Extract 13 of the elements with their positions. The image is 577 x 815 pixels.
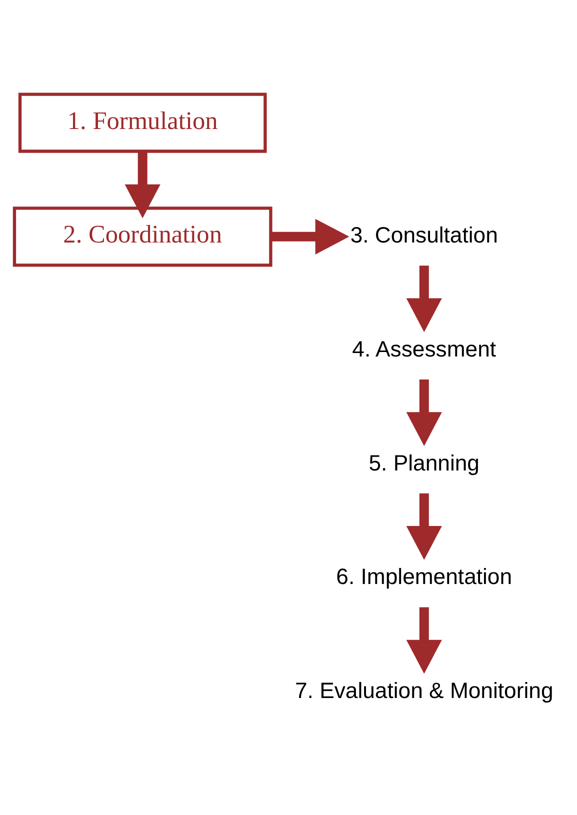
node-text: 4. Assessment — [352, 336, 496, 362]
node-text: 7. Evaluation & Monitoring — [294, 678, 554, 704]
arrow — [406, 493, 442, 560]
arrow — [406, 607, 442, 674]
arrow — [270, 218, 350, 254]
node-text: 5. Planning — [368, 450, 480, 476]
node-text: 6. Implementation — [336, 564, 512, 590]
node-text: 3. Consultation — [350, 222, 498, 248]
node-box: 2. Coordination — [12, 206, 272, 267]
node-box: 1. Formulation — [18, 92, 267, 153]
arrow — [406, 380, 442, 446]
arrow — [124, 152, 160, 218]
arrow — [406, 266, 442, 332]
